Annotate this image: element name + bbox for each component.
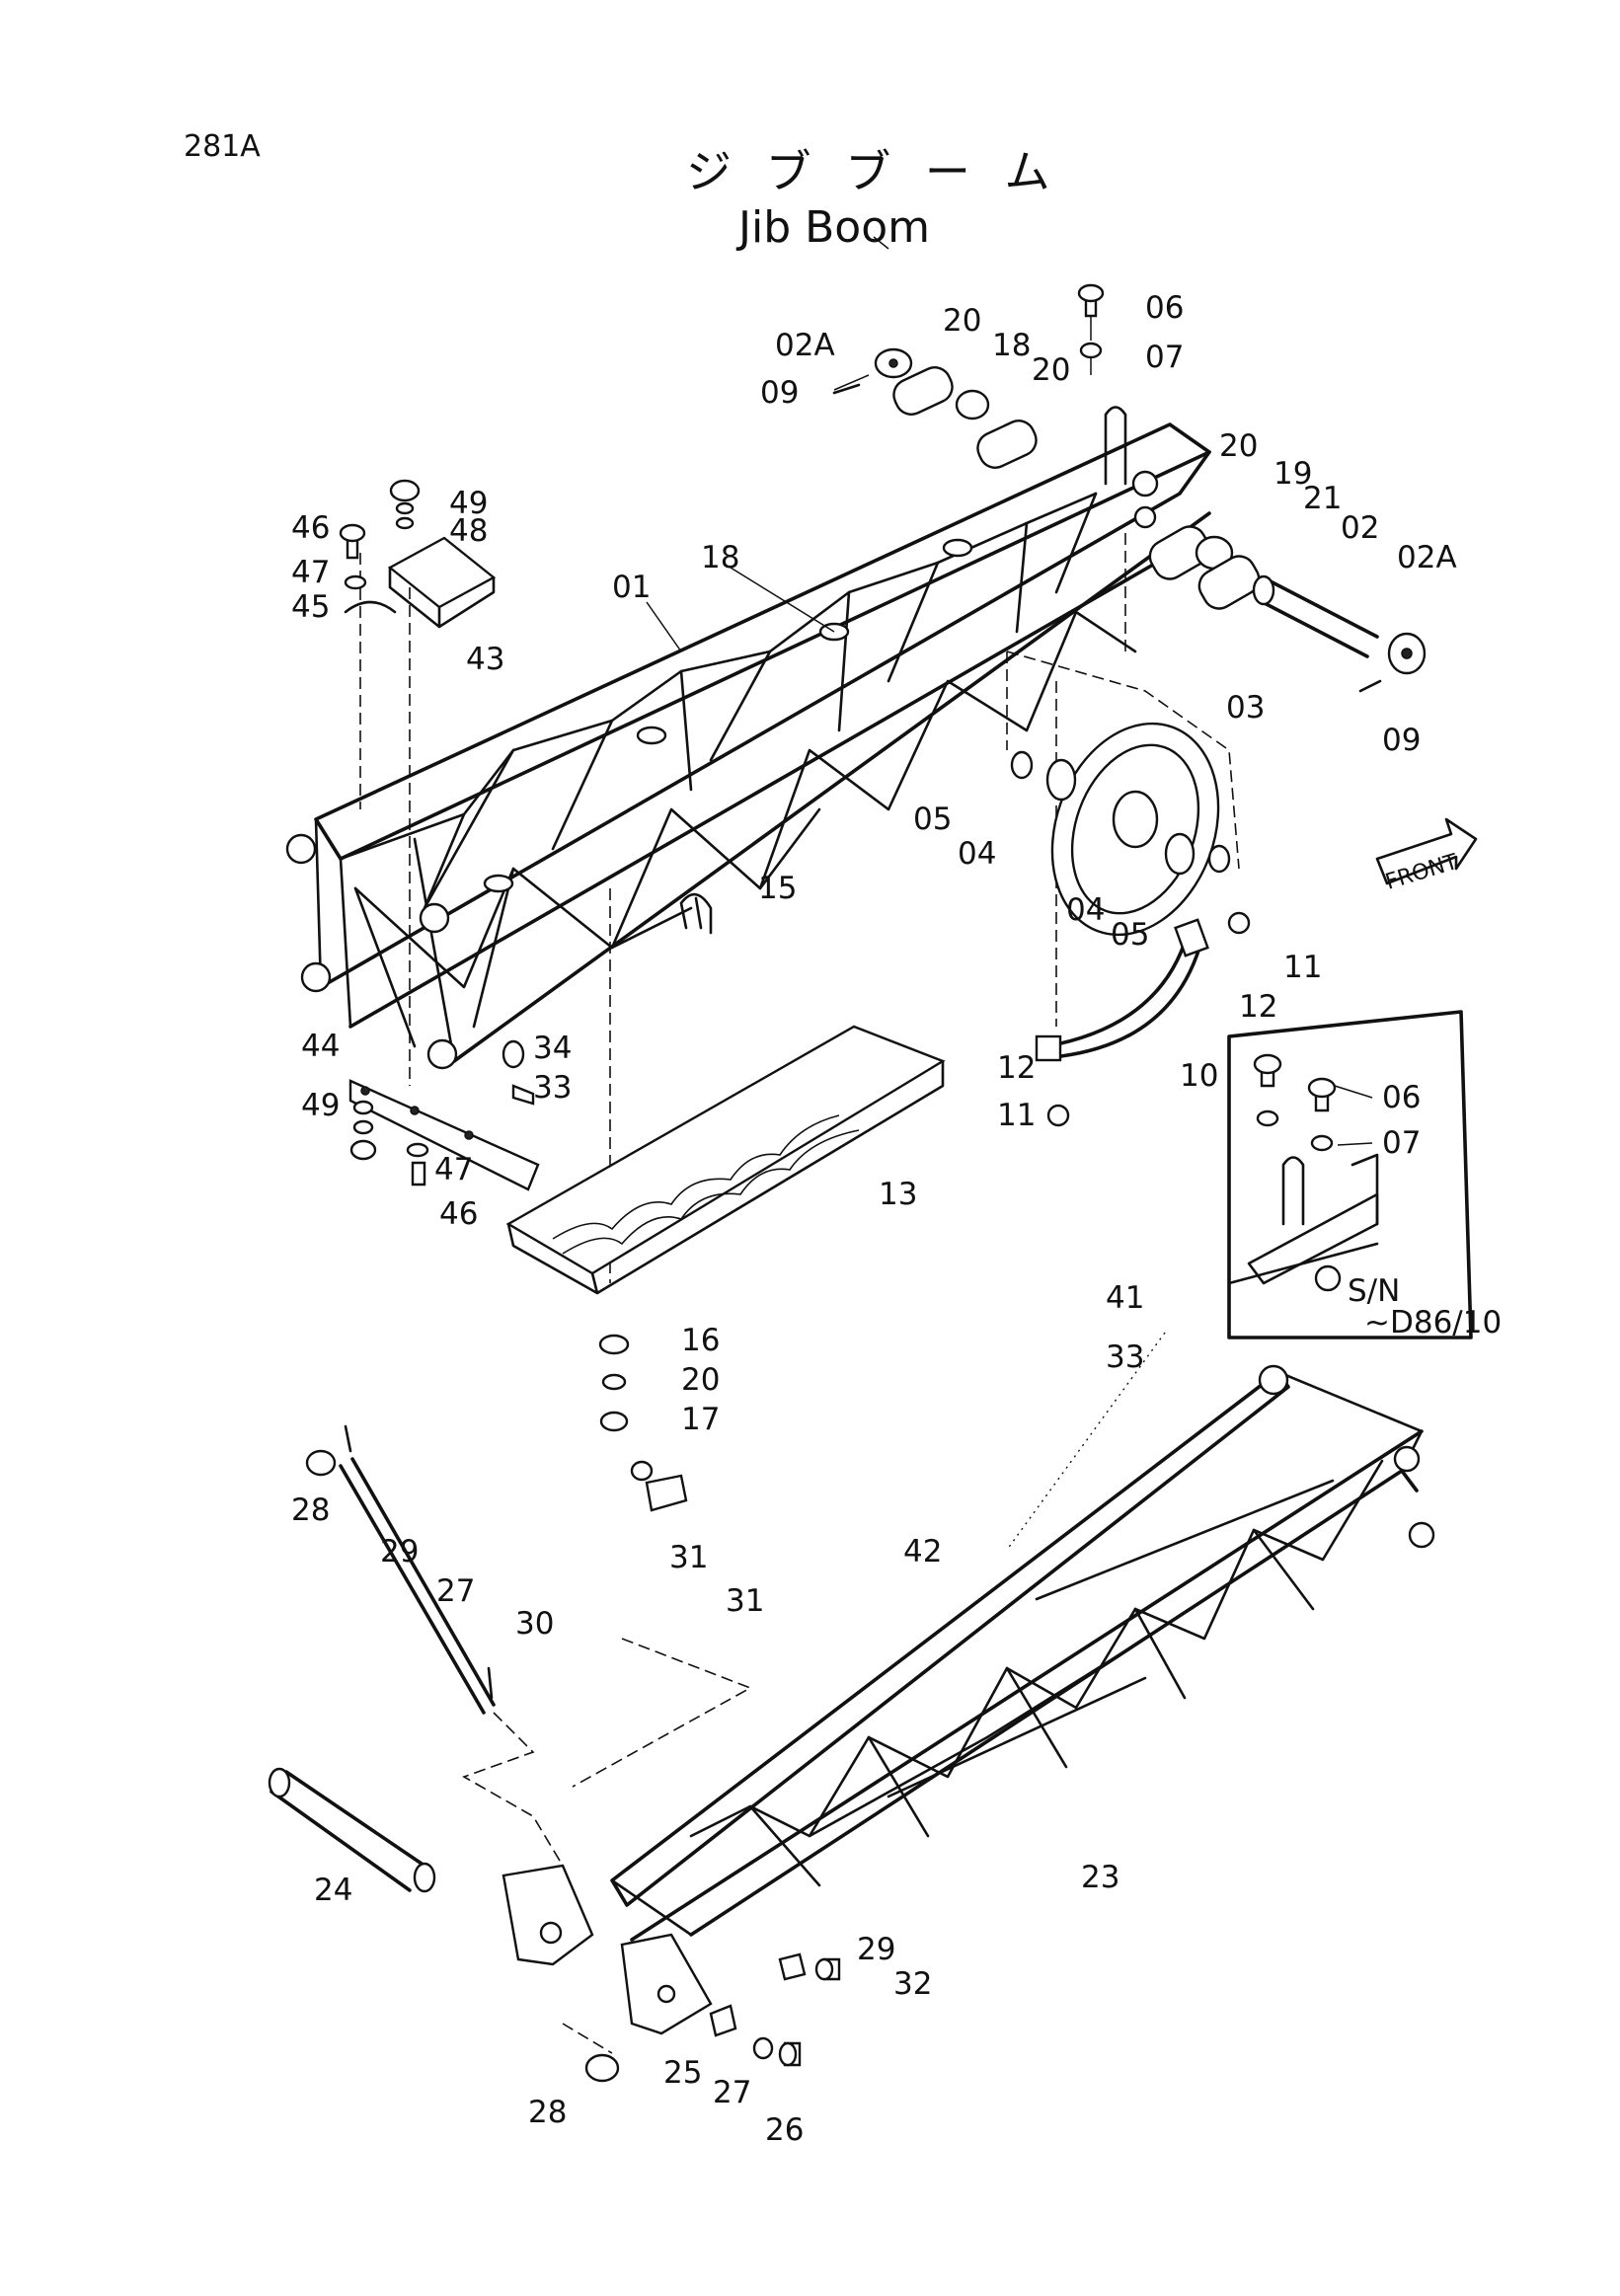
callout-34: 42 [903, 1534, 942, 1569]
callout-26: 27 [436, 1573, 475, 1609]
callout-17: 18 [701, 540, 739, 575]
callout-28-a: 29 [380, 1534, 419, 1569]
callout-20-a: 20 [943, 303, 981, 339]
callout-47-bottom: 49 [301, 1088, 340, 1123]
callout-11-b: 11 [997, 1098, 1036, 1133]
callout-25: 27 [713, 2075, 751, 2110]
callout-32-top: 33 [533, 1070, 572, 1106]
pin-26 [339, 1457, 496, 1715]
callout-14: 15 [758, 871, 797, 906]
callout-21: 23 [1081, 1860, 1119, 1895]
callout-27-top: 28 [291, 1492, 330, 1528]
callout-11-a: 11 [1283, 950, 1322, 985]
sheave-assembly [832, 283, 1427, 937]
callout-05-b: 05 [1111, 917, 1149, 953]
callout-04-b: 04 [1066, 892, 1105, 928]
callout-27-bottom: 28 [528, 2095, 567, 2130]
callout-07-inset: 07 [1382, 1125, 1421, 1161]
callout-32-right: 33 [1106, 1339, 1144, 1375]
callout-41: 43 [466, 642, 504, 677]
callout-02a-right: 02A [1397, 540, 1457, 575]
title-japanese: ジ ブ ブ ー ム [686, 145, 1060, 198]
u-bolt-14 [679, 892, 713, 935]
callout-33-right: 41 [1106, 1280, 1144, 1316]
title-english: Jib Boom [735, 202, 930, 253]
callout-28-b: 30 [515, 1606, 554, 1642]
pin-22 [270, 1770, 426, 1892]
callout-10: 10 [1180, 1058, 1218, 1094]
bracket-hardware [339, 479, 540, 1191]
walkway-13 [505, 1025, 946, 1295]
callout-16: 17 [681, 1402, 720, 1437]
callout-46-bottom: 47 [434, 1152, 473, 1187]
callout-30: 31 [726, 1583, 764, 1619]
front-label: FRONT [1383, 850, 1462, 895]
callout-06-inset: 06 [1382, 1080, 1421, 1115]
callout-12-b: 12 [997, 1050, 1036, 1086]
callout-43: 45 [291, 589, 330, 625]
callout-04-a: 04 [958, 836, 996, 872]
callout-05-a: 05 [913, 802, 952, 837]
callout-12-a: 12 [1239, 989, 1277, 1025]
lower-boom-frame [501, 1364, 1435, 2035]
callout-07: 07 [1145, 340, 1184, 375]
callout-48-top: 49 [449, 486, 488, 521]
callout-20-b: 20 [1032, 352, 1070, 388]
callout-19: 20 [681, 1362, 720, 1398]
callout-44: 46 [291, 510, 330, 546]
inset-detail-box: S/N ~D86/10 [1227, 1010, 1502, 1340]
callout-31-top: 31 [669, 1540, 708, 1575]
page-code: 281A [184, 129, 261, 164]
callout-02: 02 [1341, 510, 1379, 546]
callout-06: 06 [1145, 290, 1184, 326]
callout-03: 03 [1226, 690, 1265, 726]
callout-09-right: 09 [1382, 723, 1421, 758]
callout-47-top: 48 [449, 513, 488, 549]
callout-01: 01 [612, 570, 651, 605]
callout-33-top: 34 [533, 1031, 572, 1066]
callout-18-b: 19 [1273, 456, 1312, 492]
callout-29: 29 [857, 1932, 895, 1967]
callout-18-a: 18 [992, 328, 1031, 363]
callout-02a-top: 02A [775, 328, 835, 363]
callout-23: 25 [663, 2055, 702, 2091]
callout-31-bottom: 32 [893, 1966, 932, 2002]
callout-labels: 02A 09 20 18 20 06 07 20 19 21 02 02A 09… [291, 290, 1457, 2148]
front-direction-arrow: FRONT [1375, 817, 1478, 895]
callout-45: 46 [439, 1196, 478, 1232]
callout-22: 24 [314, 1873, 352, 1908]
callout-15: 16 [681, 1323, 720, 1358]
callout-13: 13 [879, 1177, 917, 1212]
callout-24: 26 [765, 2112, 804, 2148]
inset-serial-label: S/N [1348, 1273, 1400, 1309]
strap-bracket [1035, 911, 1251, 1127]
callout-46-top: 47 [291, 555, 330, 590]
callout-20-c: 20 [1219, 428, 1258, 464]
upper-boom-frame [285, 406, 1211, 1070]
callout-20-d: 21 [1303, 481, 1342, 516]
callout-42: 44 [301, 1029, 340, 1064]
inset-serial-range: ~D86/10 [1364, 1305, 1502, 1340]
callout-09-top: 09 [760, 375, 799, 411]
